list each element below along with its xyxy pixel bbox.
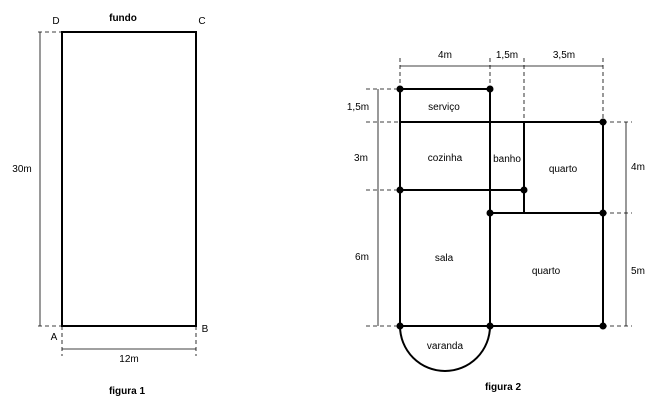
top-dim-3-5m: 3,5m (553, 50, 575, 61)
top-dim-1-5m: 1,5m (496, 50, 518, 61)
junction-dot (396, 85, 404, 93)
junction-dot (486, 85, 494, 93)
figure-2-caption: figura 2 (485, 382, 522, 393)
left-dim-6m: 6m (355, 252, 369, 263)
height-label: 30m (12, 164, 31, 175)
room-quarto-top: quarto (549, 164, 578, 175)
corner-b-label: B (202, 324, 209, 335)
junction-dot (599, 322, 607, 330)
room-banho: banho (493, 154, 521, 165)
right-dim-4m: 4m (631, 162, 645, 173)
junction-dot (396, 186, 404, 194)
junction-dot (599, 209, 607, 217)
room-cozinha: cozinha (428, 153, 463, 164)
room-sala: sala (435, 253, 454, 264)
left-dim-1-5m: 1,5m (347, 102, 369, 113)
left-block-walls (399, 88, 491, 327)
figure-1-caption: figura 1 (109, 386, 146, 397)
right-dim-5m: 5m (631, 266, 645, 277)
left-dim-3m: 3m (354, 153, 368, 164)
figure-1: 30m 12m D C A B fundo figura 1 (12, 13, 208, 397)
width-label: 12m (119, 354, 138, 365)
room-servico: serviço (428, 102, 460, 113)
room-quarto-bottom: quarto (532, 266, 561, 277)
figure-2: 4m 1,5m 3,5m 1,5m 3m 6m 4m 5m (347, 50, 645, 393)
junction-dot (396, 322, 404, 330)
lot-rectangle (61, 31, 197, 327)
junction-dot (486, 209, 494, 217)
room-varanda: varanda (427, 341, 464, 352)
junction-dot (486, 322, 494, 330)
varanda-arc (399, 325, 491, 372)
corner-d-label: D (52, 16, 59, 27)
junction-dot (599, 118, 607, 126)
fundo-label: fundo (109, 13, 137, 24)
corner-c-label: C (198, 16, 205, 27)
junction-dots (396, 85, 607, 330)
corner-a-label: A (51, 332, 58, 343)
top-dim-4m: 4m (438, 50, 452, 61)
junction-dot (520, 186, 528, 194)
